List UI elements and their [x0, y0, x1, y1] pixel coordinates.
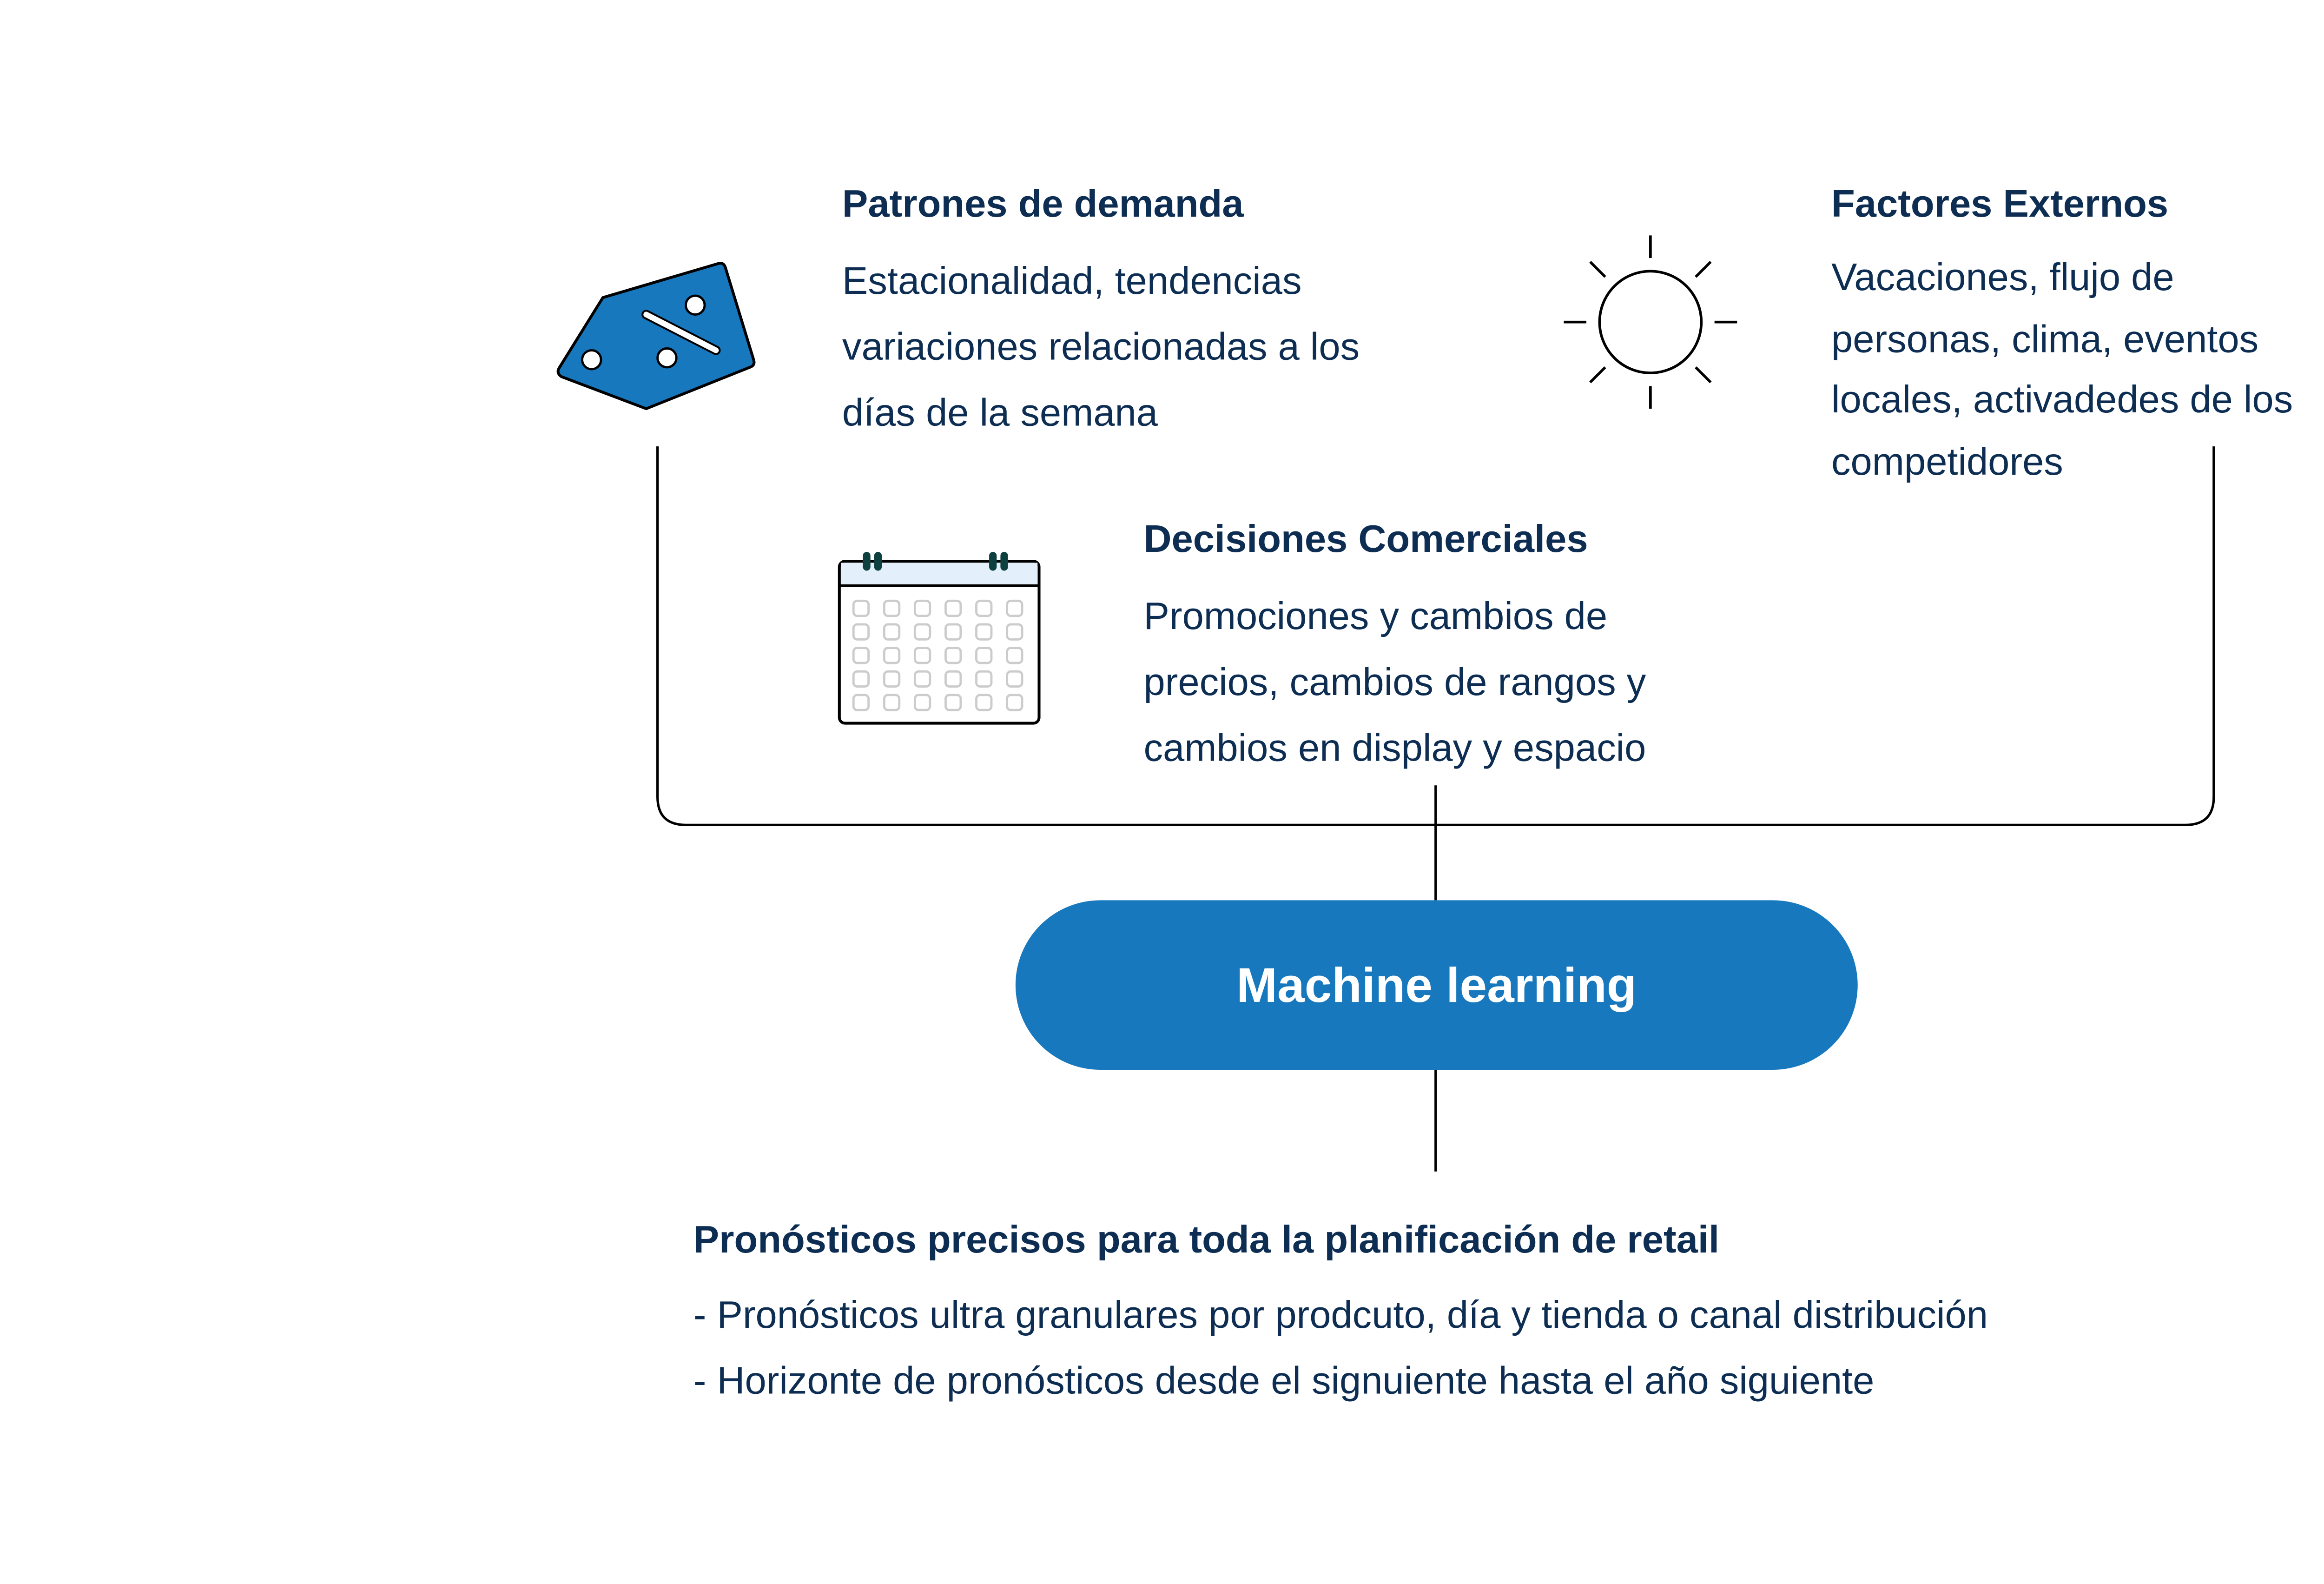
calendar-day-cell: [913, 599, 931, 617]
calendar-day-cell: [852, 670, 870, 688]
output-line: - Horizonte de pronósticos desde el sign…: [693, 1359, 1875, 1403]
machine-learning-label: Machine learning: [1236, 955, 1637, 1013]
output-line: - Pronósticos ultra granulares por prodc…: [693, 1294, 1988, 1338]
external-title: Factores Externos: [1831, 182, 2169, 226]
calendar-day-cell: [975, 670, 993, 688]
calendar-day-cell: [1006, 623, 1023, 641]
patterns-description: Estacionalidad, tendencias variaciones r…: [842, 249, 1360, 446]
calendar-day-cell: [975, 647, 993, 664]
calendar-day-cell: [913, 623, 931, 641]
calendar-day-cell: [1006, 670, 1023, 688]
external-line: competidores: [1831, 439, 2063, 484]
commercial-title: Decisiones Comerciales: [1143, 518, 1588, 562]
calendar-day-cell: [975, 599, 993, 617]
calendar-day-cell: [944, 623, 962, 641]
calendar-day-cell: [1006, 599, 1023, 617]
patterns-line: variaciones relacionadas a los: [842, 325, 1360, 369]
patterns-title: Patrones de demanda: [842, 182, 1244, 226]
calendar-day-cell: [852, 599, 870, 617]
calendar-day-cell: [883, 647, 901, 664]
commercial-description: Promociones y cambios de precios, cambio…: [1143, 584, 1646, 782]
patterns-line: Estacionalidad, tendencias: [842, 260, 1302, 304]
calendar-day-cell: [1006, 694, 1023, 711]
output-title: Pronósticos precisos para toda la planif…: [693, 1218, 1720, 1262]
patterns-line: días de la semana: [842, 391, 1158, 435]
calendar-day-cell: [913, 694, 931, 711]
calendar-day-cell: [944, 694, 962, 711]
external-line: locales, activadedes de los: [1831, 378, 2293, 422]
calendar-day-cell: [852, 623, 870, 641]
calendar-day-cell: [944, 647, 962, 664]
calendar-day-cell: [913, 670, 931, 688]
commercial-line: precios, cambios de rangos y: [1143, 661, 1646, 705]
calendar-day-cell: [944, 670, 962, 688]
calendar-day-cell: [883, 623, 901, 641]
calendar-day-cell: [975, 694, 993, 711]
calendar-day-cell: [913, 647, 931, 664]
calendar-day-cell: [944, 599, 962, 617]
output-description: - Pronósticos ultra granulares por prodc…: [693, 1283, 1988, 1415]
calendar-day-cell: [852, 647, 870, 664]
calendar-day-cell: [883, 670, 901, 688]
calendar-day-cell: [1006, 647, 1023, 664]
calendar-day-cell: [883, 599, 901, 617]
sun-icon: [1564, 235, 1737, 409]
calendar-day-cell: [975, 623, 993, 641]
calendar-day-cell: [883, 694, 901, 711]
commercial-line: cambios en display y espacio: [1143, 727, 1646, 770]
machine-learning-node: Machine learning: [1015, 900, 1858, 1070]
external-line: Vacaciones, flujo de: [1831, 256, 2174, 300]
discount-tag-icon: [556, 262, 756, 411]
external-description: Vacaciones, flujo de personas, clima, ev…: [1831, 249, 2293, 494]
commercial-line: Promociones y cambios de: [1143, 595, 1608, 639]
calendar-icon: [838, 551, 1041, 725]
calendar-day-cell: [852, 694, 870, 711]
external-line: personas, clima, eventos: [1831, 317, 2259, 361]
